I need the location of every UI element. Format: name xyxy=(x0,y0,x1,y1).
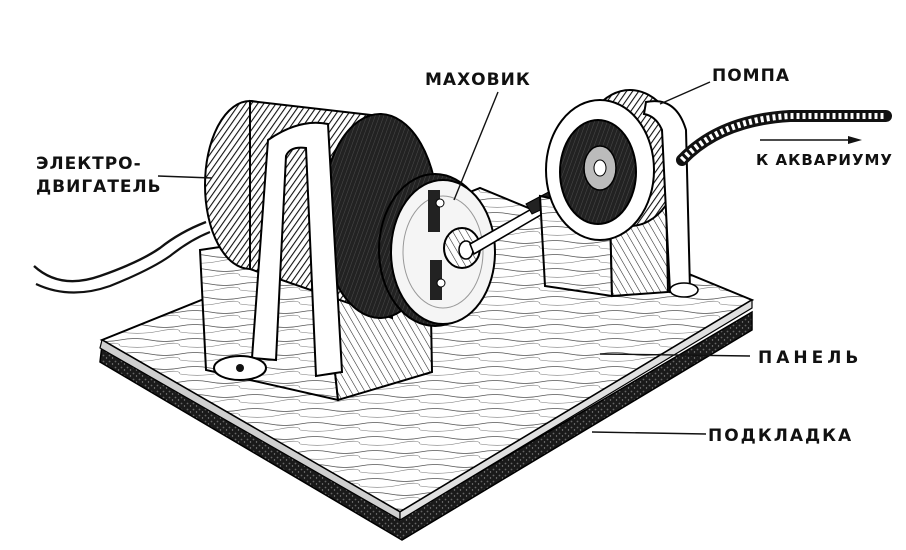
outlet-hose xyxy=(676,110,892,166)
pad-label: ПОДКЛАДКА xyxy=(708,426,854,446)
pump-label: ПОМПА xyxy=(712,66,790,86)
to-aquarium-label: К АКВАРИУМУ xyxy=(756,151,893,169)
motor-label-line2: ДВИГАТЕЛЬ xyxy=(36,176,162,197)
leader-panel xyxy=(599,353,751,357)
leader-flywheel xyxy=(453,91,499,201)
panel-label: ПАНЕЛЬ xyxy=(758,348,863,368)
pump xyxy=(545,89,699,298)
flywheel-label: МАХОВИК xyxy=(425,70,531,90)
leader-lines xyxy=(157,81,751,435)
leader-pad xyxy=(591,431,707,435)
motor-label: ЭЛЕКТРО- ДВИГАТЕЛЬ xyxy=(36,153,162,199)
leader-motor xyxy=(157,175,213,179)
flywheel xyxy=(378,173,496,327)
leader-pump xyxy=(659,81,711,105)
power-cord xyxy=(33,220,211,294)
motor-label-line1: ЭЛЕКТРО- xyxy=(36,154,142,174)
flow-arrow xyxy=(760,136,862,144)
